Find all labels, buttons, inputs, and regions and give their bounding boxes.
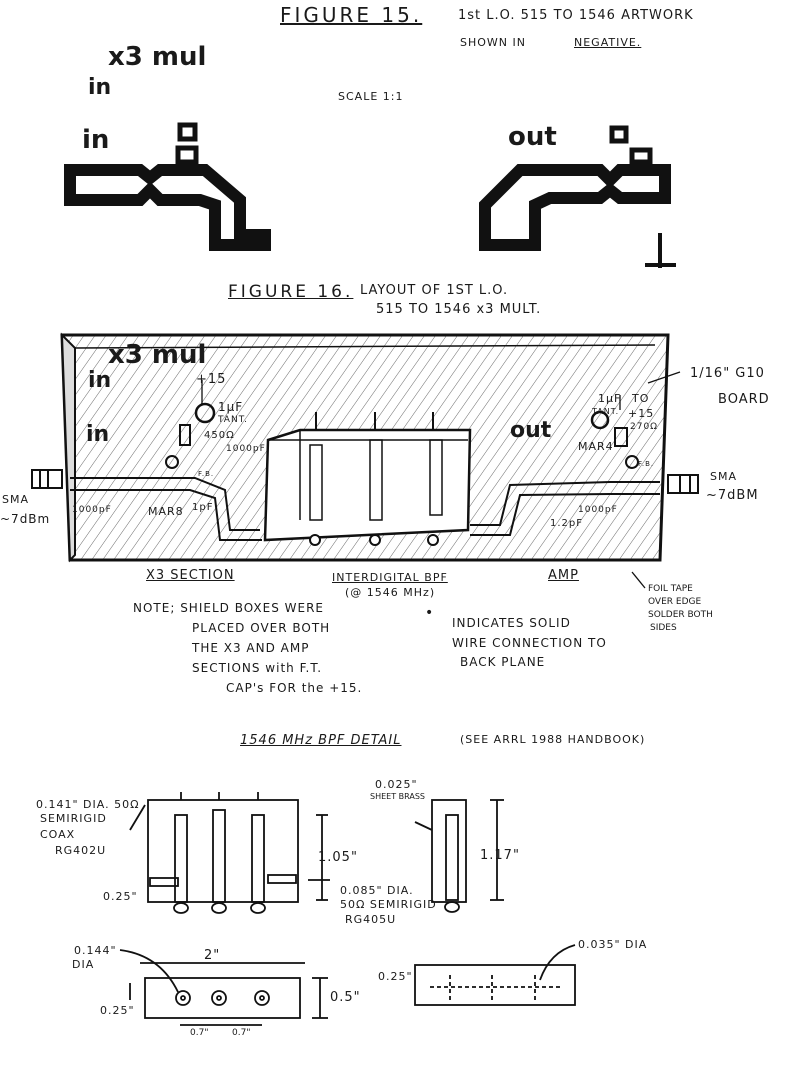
coax-label-3: COAX: [40, 828, 76, 841]
sma-left-connector: [31, 469, 63, 489]
bpf-side-view: [414, 799, 504, 913]
spacing-1: 0.7": [190, 1028, 209, 1038]
sma-left-label: SMA: [2, 493, 29, 506]
fig16-traces: [70, 402, 660, 541]
note-line-5: CAP's FOR the +15.: [226, 681, 363, 695]
fig16-bpf-box: [263, 412, 472, 546]
indicates-line-1: INDICATES SOLID: [452, 616, 571, 630]
bpf-section-label: INTERDIGITAL BPF: [332, 571, 448, 584]
fig15-shown: SHOWN IN: [460, 36, 526, 49]
fb-left: F.B.: [198, 470, 215, 478]
width-2: 2": [204, 948, 221, 963]
dia-144-unit: DIA: [72, 958, 95, 971]
plus15-left: +15: [196, 372, 227, 387]
bpf-side-plate: [414, 944, 576, 1006]
sma-right-label: SMA: [710, 470, 737, 483]
note-line-3: THE X3 AND AMP: [192, 641, 310, 655]
sma-right-connector: [667, 474, 699, 494]
tant-left: TANT.: [218, 415, 248, 425]
fig15-output-trace: [479, 125, 676, 268]
cap-1uf-right: 1μF: [598, 392, 622, 405]
fig16-out-label: out: [510, 418, 552, 443]
to-label: TO: [632, 392, 650, 405]
cap-1000pf-bottom: 1000pF: [72, 505, 112, 515]
fig16-leader-lines: [201, 371, 681, 589]
fig16-title: FIGURE 16.: [228, 282, 354, 302]
coax-label-1: 0.141" DIA. 50Ω: [36, 798, 140, 811]
small-coax-2: 50Ω SEMIRIGID: [340, 898, 437, 911]
fig15-scale: SCALE 1:1: [338, 90, 404, 103]
board-label-2: BOARD: [718, 392, 770, 407]
fig16-in-low-label: in: [86, 422, 110, 447]
cap-1uf-left: 1μF: [218, 400, 244, 414]
foil-label-4: SIDES: [650, 623, 677, 633]
dbm-left-label: ~7dBm: [0, 512, 51, 526]
coax-label-4: RG402U: [55, 844, 107, 857]
indicates-line-2: WIRE CONNECTION TO: [452, 636, 607, 650]
small-coax-1: 0.085" DIA.: [340, 884, 414, 897]
bpf-top-view: [119, 949, 328, 1026]
indicates-line-3: BACK PLANE: [460, 655, 546, 669]
brass-thickness: 0.025": [375, 778, 418, 791]
note-line-2: PLACED OVER BOTH: [192, 621, 331, 635]
dia-144: 0.144": [74, 944, 117, 957]
mar8-label: MAR8: [148, 505, 184, 518]
cap-1-2pf: 1.2pF: [550, 518, 584, 529]
fig16-subtitle-2: 515 TO 1546 x3 MULT.: [376, 302, 542, 317]
x3-section-label: X3 SECTION: [146, 568, 235, 583]
bpf-detail-title: 1546 MHz BPF DETAIL: [240, 733, 402, 748]
plus15-right: +15: [628, 407, 655, 420]
fig15-subtitle: 1st L.O. 515 TO 1546 ARTWORK: [458, 8, 694, 23]
fig15-negative: NEGATIVE.: [574, 36, 642, 49]
height-105: 1.05": [318, 850, 358, 865]
small-coax-3: RG405U: [345, 913, 397, 926]
fig15-in-label: in: [88, 75, 112, 100]
board-label: 1/16" G10: [690, 366, 765, 381]
solid-wire-symbol: •: [425, 605, 434, 621]
res-450: 450Ω: [204, 430, 235, 441]
fig16-in-top-label: in: [88, 368, 112, 393]
amp-section-label: AMP: [548, 568, 579, 583]
side-025: 0.25": [378, 970, 413, 983]
cap-1pf: 1pF: [192, 502, 214, 513]
note-line-4: SECTIONS with F.T.: [192, 661, 323, 675]
fig15-out-trace-label: out: [508, 122, 557, 152]
dbm-right-label: ~7dBM: [706, 488, 759, 503]
res-270: 270Ω: [630, 422, 659, 432]
note-line-1: NOTE; SHIELD BOXES WERE: [133, 601, 324, 615]
coax-label-2: SEMIRIGID: [40, 812, 107, 825]
fig15-x3mul-label: x3 mul: [108, 42, 207, 72]
spacing-2: 0.7": [232, 1028, 251, 1038]
dia-035: 0.035" DIA: [578, 938, 648, 951]
mar4-label: MAR4: [578, 440, 614, 453]
fig16-x3mul-label: x3 mul: [108, 340, 207, 370]
cap-1000pf-right: 1000pF: [578, 505, 618, 515]
foil-label-3: SOLDER BOTH: [648, 610, 713, 620]
foil-label-1: FOIL TAPE: [648, 584, 693, 594]
cap-1000pf-left: 1000pF: [226, 444, 266, 454]
tant-right: TANT.: [592, 407, 620, 416]
foil-label-2: OVER EDGE: [648, 597, 702, 607]
fig15-title: FIGURE 15.: [280, 3, 423, 27]
fig15-in-trace-label: in: [82, 125, 110, 155]
height-05: 0.5": [330, 990, 361, 1005]
width-025: 0.25": [103, 890, 138, 903]
fig16-subtitle-1: LAYOUT OF 1ST L.O.: [360, 283, 509, 298]
y-025: 0.25": [100, 1004, 135, 1017]
bpf-section-freq: (@ 1546 MHz): [345, 586, 436, 599]
bpf-detail-ref: (SEE ARRL 1988 HANDBOOK): [460, 733, 646, 746]
height-117: 1.17": [480, 848, 520, 863]
fig15-input-trace: [64, 122, 271, 251]
sheet-brass: SHEET BRASS: [370, 792, 425, 801]
fb-right: F.B.: [638, 460, 655, 468]
bpf-front-view: [129, 792, 330, 914]
